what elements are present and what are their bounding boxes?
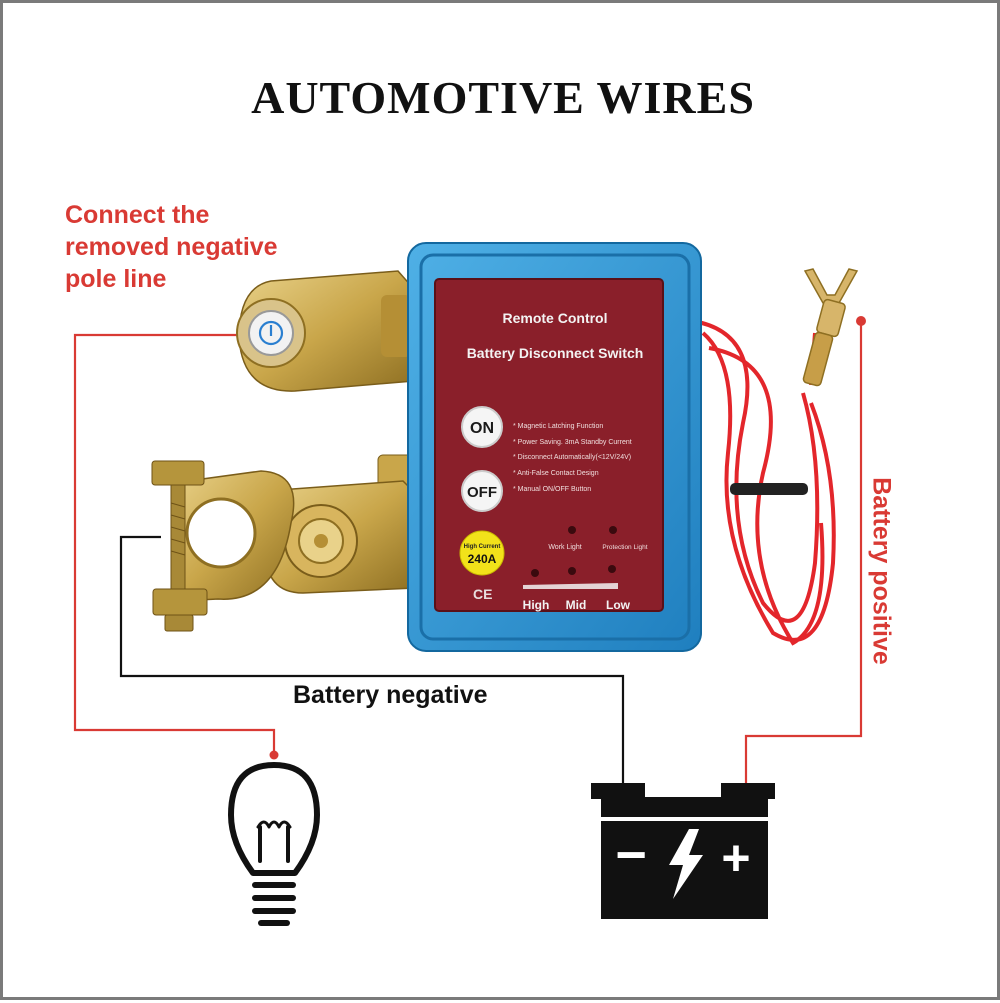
lower-brass-clamp [151, 454, 416, 632]
fork-ring-terminal [802, 268, 859, 387]
red-guide-wire-left [73, 333, 279, 760]
battery-plus: + [721, 830, 750, 886]
connect-note-line-2: removed negative [65, 233, 278, 261]
panel-content: Remote Control Battery Disconnect Switch… [459, 310, 648, 612]
panel-heading-1: Remote Control [503, 310, 608, 326]
badge-top-text: High Current [464, 544, 501, 550]
battery-minus: − [615, 825, 647, 885]
red-cable [692, 319, 836, 646]
work-light-label: Work Light [548, 544, 581, 551]
level-indicator-high [531, 569, 539, 577]
protection-light-label: Protection Light [602, 544, 647, 551]
battery-icon: − + [591, 783, 775, 919]
control-panel [435, 279, 663, 611]
switch-housing [407, 242, 702, 652]
connect-note-line-3: pole line [65, 265, 167, 293]
level-label-mid: Mid [566, 598, 587, 612]
wiring-diagram: Remote Control Battery Disconnect Switch… [73, 242, 866, 926]
power-icon [258, 320, 284, 346]
feature-item: * Magnetic Latching Function [513, 423, 603, 430]
level-indicator-low [608, 565, 616, 573]
panel-heading-2: Battery Disconnect Switch [467, 345, 644, 361]
protection-light-indicator [609, 526, 617, 534]
level-label-high: High [523, 598, 550, 612]
on-button[interactable]: ON [461, 406, 503, 448]
ce-mark: CE [473, 586, 492, 602]
connect-note-line-1: Connect the [65, 201, 210, 229]
level-wedge [523, 583, 618, 589]
upper-brass-terminal [236, 270, 414, 392]
lightning-icon [669, 829, 703, 899]
battery-positive-label: Battery positive [867, 477, 896, 665]
feature-item: * Power Saving. 3mA Standby Current [513, 439, 632, 446]
page-title: AUTOMOTIVE WIRES [251, 72, 755, 123]
feature-item: * Anti-False Contact Design [513, 470, 599, 477]
feature-item: * Manual ON/OFF Button [513, 486, 591, 493]
off-button[interactable]: OFF [461, 470, 503, 512]
on-button-label: ON [470, 420, 494, 437]
level-indicator-mid [568, 567, 576, 575]
level-label-low: Low [606, 598, 631, 612]
bulb-icon [228, 762, 320, 926]
feature-item: * Disconnect Automatically(<12V/24V) [513, 454, 631, 461]
high-current-badge: High Current 240A [459, 530, 505, 576]
badge-value: 240A [468, 552, 497, 566]
off-button-label: OFF [467, 484, 497, 501]
connect-negative-note: Connect the removed negative pole line [65, 199, 278, 295]
battery-negative-label: Battery negative [293, 681, 488, 709]
work-light-indicator [568, 526, 576, 534]
